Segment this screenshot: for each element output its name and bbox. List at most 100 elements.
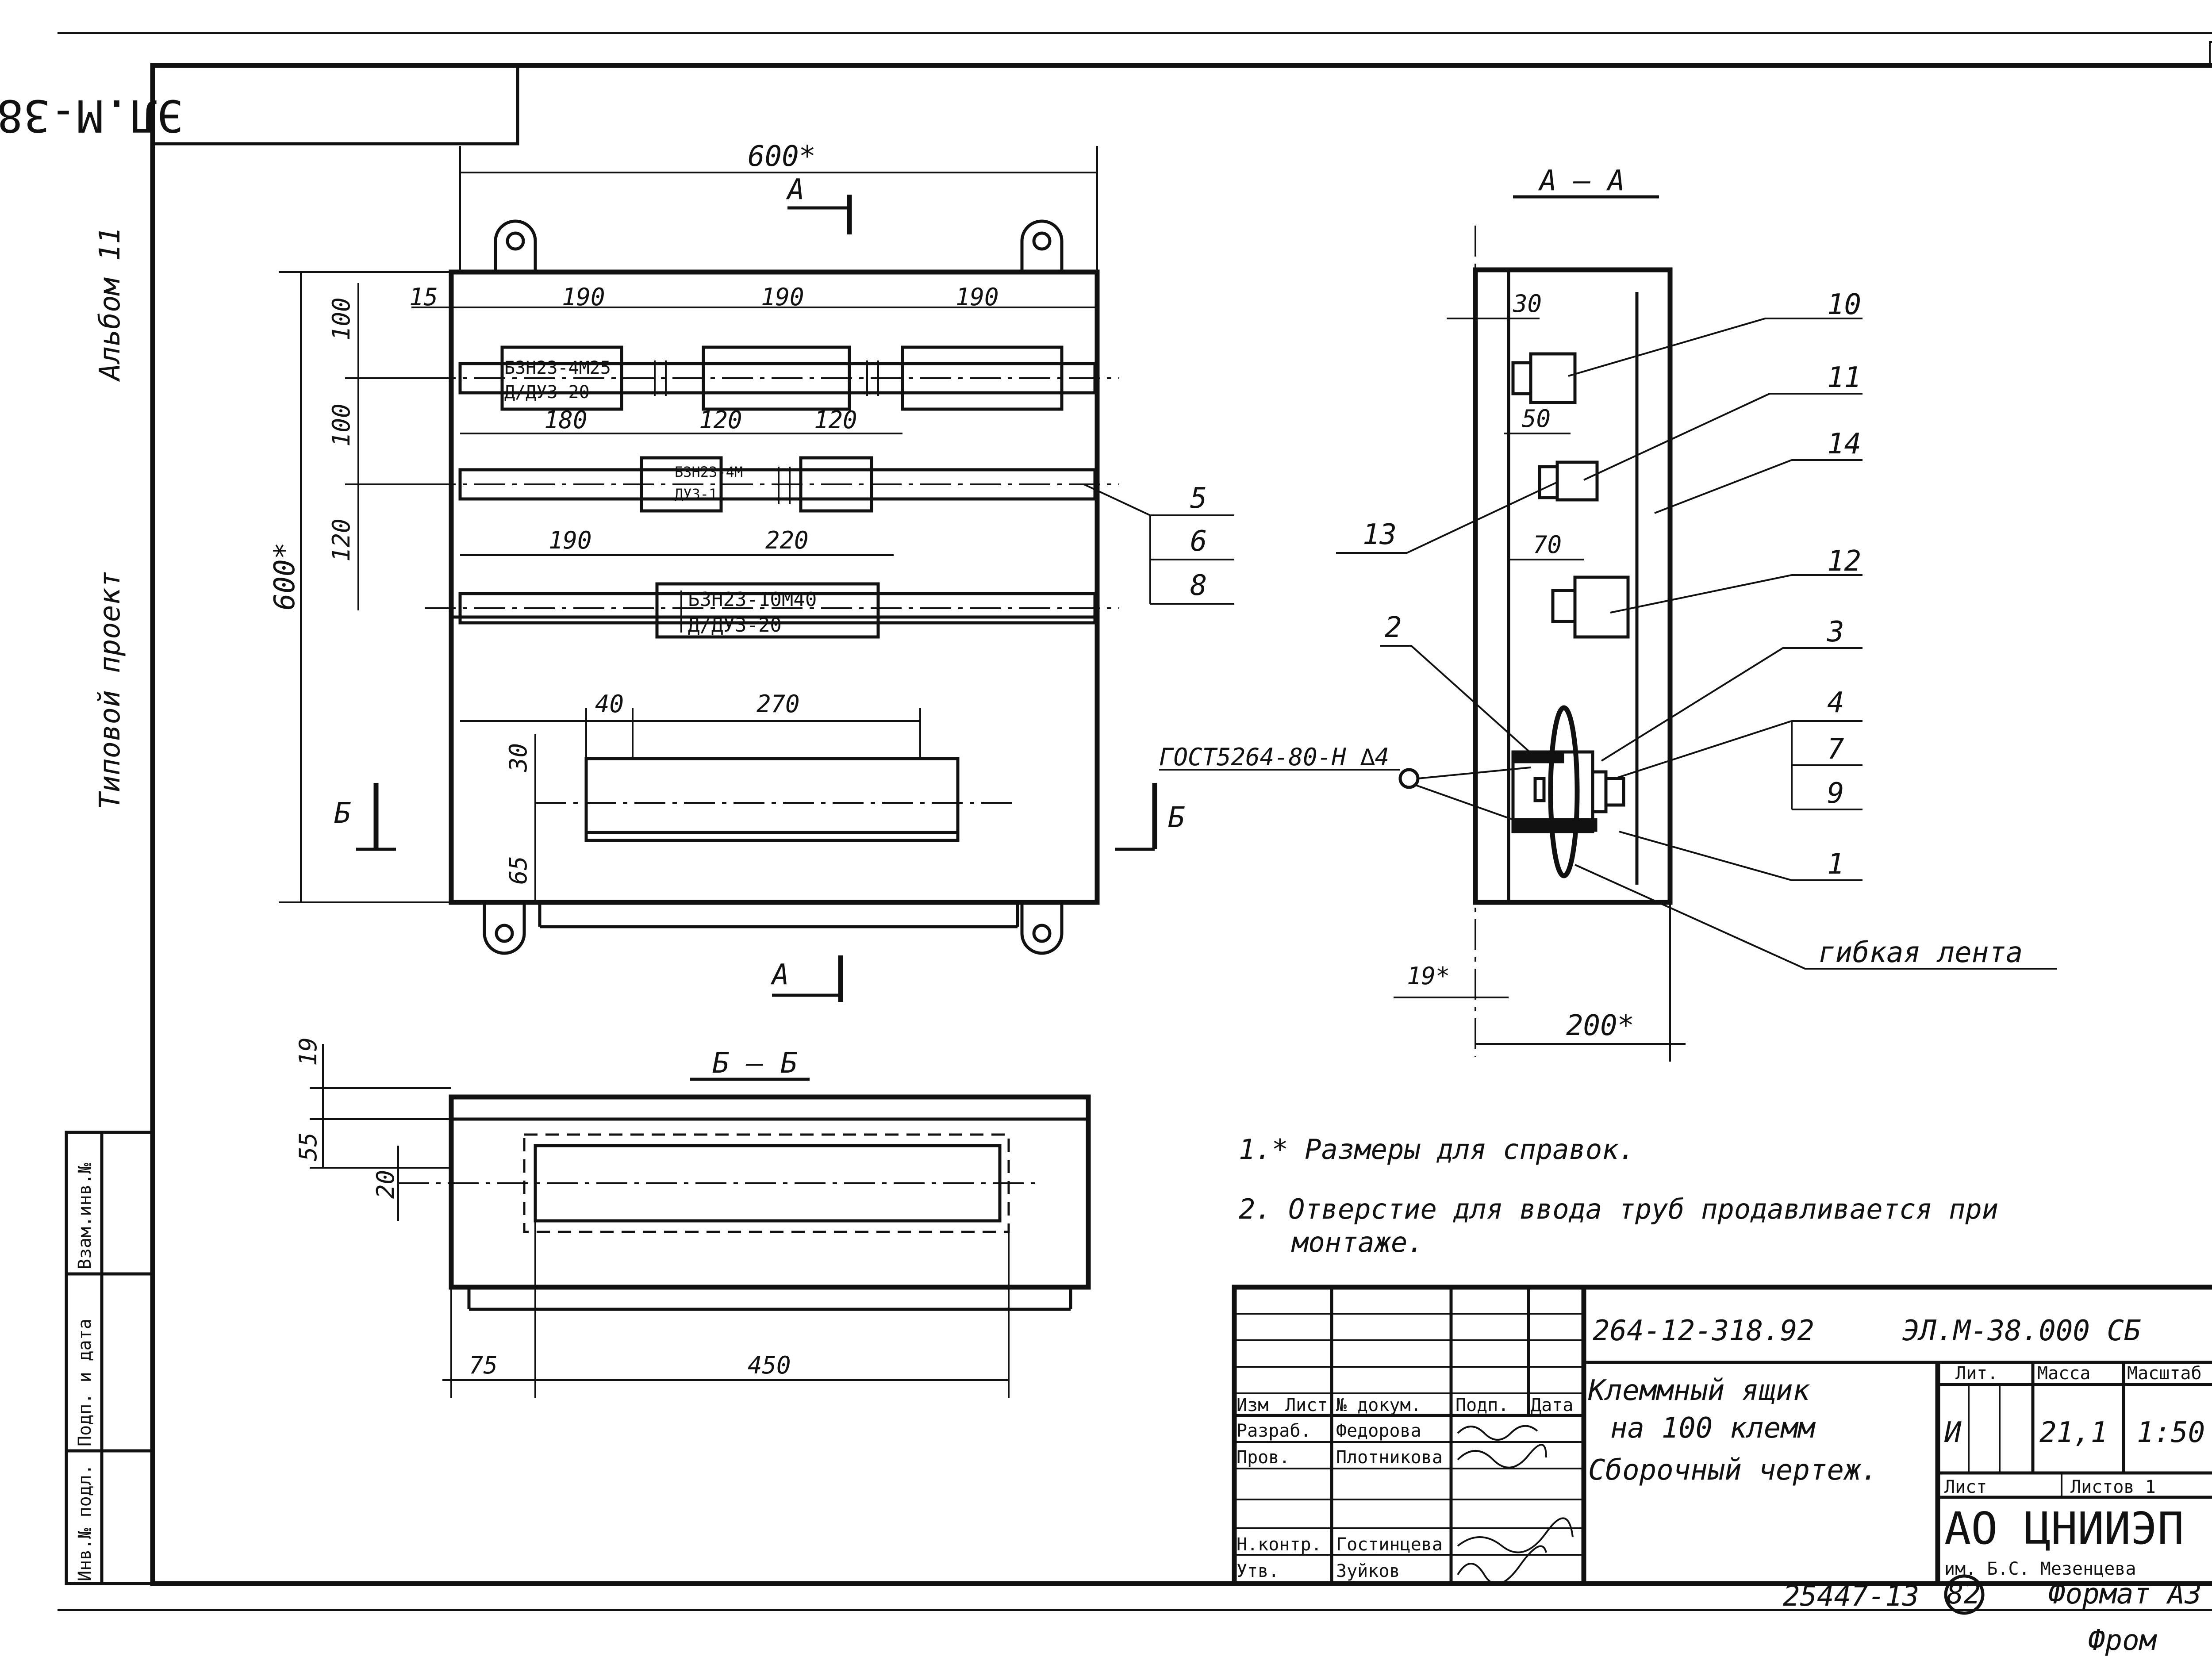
callout-14: 14 <box>1827 428 1861 460</box>
dim-left-100b: 100 <box>327 403 355 447</box>
hdr-date: Дата <box>1531 1395 1573 1415</box>
callout-2: 2 <box>1385 611 1402 644</box>
callout-9: 9 <box>1827 777 1844 810</box>
org-name: АО ЦНИИЭП <box>1944 1503 2184 1554</box>
bb-dim-20: 20 <box>372 1170 399 1199</box>
lit-value: И <box>1944 1416 1962 1449</box>
margin-sign-label: Подп. и дата <box>75 1319 95 1446</box>
dim-row3-b: 220 <box>765 526 809 554</box>
aa-dim-70: 70 <box>1533 531 1562 559</box>
front-view-dimensions: 600* 600* 100 100 120 15 190 190 190 180… <box>269 140 1234 1002</box>
dim-row1-a: 190 <box>562 283 605 311</box>
callout-4: 4 <box>1827 686 1844 719</box>
note-2: 2. Отверстие для ввода труб продавливает… <box>1239 1193 1998 1225</box>
margin-inv-label: Инв.№ подл. <box>75 1464 95 1581</box>
hdr-list: Лист <box>1285 1395 1328 1415</box>
block3-text-line2: Д/ДУЗ-20 <box>688 614 782 637</box>
bottom-code: 25447-13 <box>1783 1580 1919 1613</box>
note-1: 1.* Размеры для справок. <box>1239 1133 1635 1166</box>
bottom-signature: Фром <box>2088 1624 2158 1657</box>
aa-dim-200: 200* <box>1566 1009 1634 1042</box>
callout-11: 11 <box>1827 361 1861 394</box>
dim-opening-65: 65 <box>504 856 532 885</box>
top-sheet-marker: 81 <box>2209 41 2212 65</box>
dim-row2-a: 180 <box>544 406 588 434</box>
hdr-izm: Изм <box>1237 1395 1268 1415</box>
section-b-right: Б <box>1168 801 1185 834</box>
block2-text-line1: Б3Н23-4М <box>675 464 743 480</box>
mass-label: Масса <box>2037 1363 2090 1384</box>
role-normcontrol: Н.контр. <box>1237 1534 1322 1555</box>
org-sub: им. Б.С. Мезенцева <box>1944 1559 2136 1579</box>
dim-row1-b: 190 <box>761 283 804 311</box>
name-line-1: Клеммный ящик <box>1588 1374 1810 1407</box>
dim-row3-a: 190 <box>549 526 592 554</box>
signature-checker <box>1457 1444 1547 1469</box>
title-block: Изм Лист № докум. Подп. Дата Разраб. Фед… <box>1232 1285 2212 1586</box>
margin-replace-label: Взам.инв.№ <box>75 1163 95 1269</box>
lit-label: Лит. <box>1955 1363 1998 1384</box>
front-view: Б3Н23-4М25 Д/ДУЗ-20 Б3Н23-4М ДУЗ-1 Б3Н23… <box>425 219 1119 955</box>
signature-normcontrol <box>1457 1517 1574 1553</box>
bb-dim-450: 450 <box>748 1351 791 1379</box>
role-approver: Утв. <box>1237 1561 1279 1581</box>
section-a-top: А <box>786 173 805 206</box>
dim-left-100a: 100 <box>327 297 355 341</box>
side-album-label: Альбом 11 <box>94 227 127 382</box>
aa-dim-30: 30 <box>1513 290 1542 318</box>
format-label: Формат А3 <box>2048 1578 2202 1611</box>
role-developer: Разраб. <box>1237 1421 1311 1441</box>
side-project-label: Типовой проект <box>94 571 127 809</box>
section-bb: Б – Б 19 55 20 75 450 <box>294 1037 1091 1398</box>
notes: 1.* Размеры для справок. 2. Отверстие дл… <box>1239 1133 1998 1258</box>
callout-12: 12 <box>1827 545 1861 578</box>
section-b-left: Б <box>334 797 351 830</box>
name-line-2: на 100 клемм <box>1610 1412 1816 1445</box>
corner-stamp: ЭЛ.М-38.000 СБ <box>0 64 519 146</box>
dim-row2-c: 120 <box>814 406 857 434</box>
dim-opening-30: 30 <box>504 743 532 772</box>
scale-label: Масштаб <box>2127 1363 2202 1384</box>
section-bb-title: Б – Б <box>712 1047 798 1080</box>
weld-spec: ГОСТ5264-80-Н ∆4 <box>1159 743 1389 771</box>
callout-13: 13 <box>1363 518 1397 551</box>
section-aa: А – А 30 50 70 19* 200* <box>1159 165 2057 1062</box>
dim-row1-c: 190 <box>956 283 999 311</box>
aa-dim-19: 19* <box>1407 962 1450 990</box>
hdr-sign: Подп. <box>1455 1395 1509 1415</box>
block1-text-line1: Б3Н23-4М25 <box>504 358 611 378</box>
doc-code: ЭЛ.М-38.000 СБ <box>1902 1315 2141 1347</box>
doc-number: 264-12-318.92 <box>1593 1315 1814 1347</box>
bb-dim-55: 55 <box>294 1132 322 1161</box>
aa-dim-50: 50 <box>1522 405 1551 433</box>
callout-3: 3 <box>1827 616 1844 648</box>
height-dim: 600* <box>269 542 301 610</box>
dim-left-120: 120 <box>327 518 355 562</box>
corner-stamp-text: ЭЛ.М-38.000 СБ <box>0 90 183 142</box>
name-normcontrol: Гостинцева <box>1336 1534 1443 1555</box>
callout-10: 10 <box>1827 288 1861 321</box>
drawing-frame <box>58 32 2212 1611</box>
left-margin-stamp: Инв.№ подл. Подп. и дата Взам.инв.№ <box>65 1131 154 1585</box>
name-approver: Зуйков <box>1336 1561 1400 1581</box>
block2-text-line2: ДУЗ-1 <box>675 486 717 502</box>
name-checker: Плотникова <box>1336 1447 1443 1468</box>
dim-15: 15 <box>409 283 438 311</box>
note-2-cont: монтаже. <box>1291 1226 1424 1258</box>
width-dim: 600* <box>748 140 816 173</box>
dim-opening-270: 270 <box>757 690 800 718</box>
bb-dim-19: 19 <box>294 1037 322 1066</box>
mass-value: 21,1 <box>2039 1416 2108 1449</box>
callout-5: 5 <box>1190 482 1207 515</box>
dim-opening-40: 40 <box>595 690 624 718</box>
section-aa-title: А – А <box>1538 165 1625 197</box>
callout-8: 8 <box>1190 569 1207 602</box>
section-a-bottom: А <box>770 959 789 991</box>
name-developer: Федорова <box>1336 1421 1421 1441</box>
sheets-label: Листов 1 <box>2070 1477 2156 1497</box>
callout-6: 6 <box>1190 525 1207 558</box>
callout-1: 1 <box>1827 848 1844 881</box>
block1-text-line2: Д/ДУЗ-20 <box>504 382 590 403</box>
signature-approver <box>1457 1545 1547 1585</box>
